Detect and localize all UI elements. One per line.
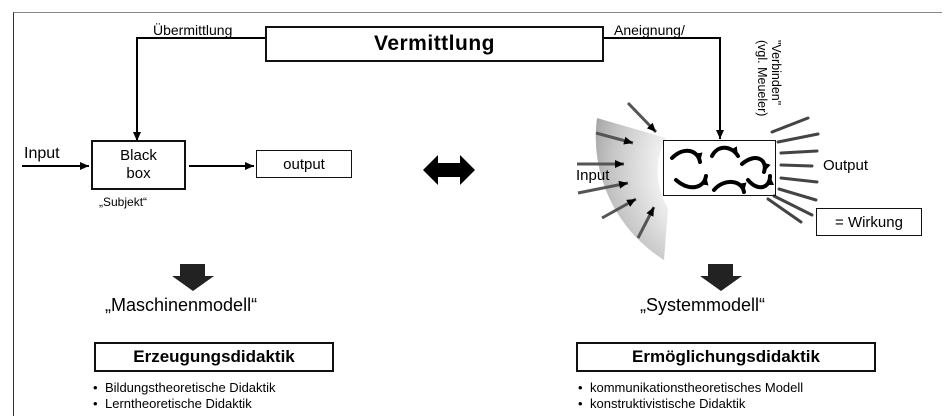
down-arrow-left-icon (172, 264, 214, 291)
verbinden-label: "Verbinden" (vgl. Meueler) (755, 40, 783, 117)
uebermittlung-label: Übermittlung (153, 22, 233, 38)
vermittlung-box: Vermittlung (265, 26, 604, 62)
output-rays (766, 116, 820, 224)
input-label-right: Input (576, 167, 610, 184)
wirkung-box: = Wirkung (816, 208, 922, 236)
systemmodell-label: „Systemmodell“ (640, 295, 766, 315)
list-item: Bildungstheoretische Didaktik (93, 380, 276, 396)
ermoeglichungsdidaktik-box: Ermöglichungsdidaktik (576, 342, 876, 372)
machine-bullet-list: Bildungstheoretische Didaktik Lerntheore… (93, 380, 276, 412)
output-box-label: output (283, 155, 325, 173)
list-item: Lerntheoretische Didaktik (93, 396, 276, 412)
halo-input-arrows (577, 101, 658, 239)
uebermittlung-connector (133, 37, 265, 141)
vermittlung-label: Vermittlung (373, 32, 495, 55)
ermoeglichungsdidaktik-label: Ermöglichungsdidaktik (632, 347, 820, 366)
system-bullet-list: kommunikationstheoretisches Modell konst… (578, 380, 803, 412)
aneignung-label: Aneignung/ (614, 22, 685, 38)
black-box-line1: Black (120, 147, 157, 164)
subjekt-label: „Subjekt“ (99, 195, 148, 209)
erzeugungsdidaktik-box: Erzeugungsdidaktik (94, 342, 334, 372)
black-box: Black box (91, 140, 186, 190)
output-label-right: Output (823, 157, 869, 174)
list-item: kommunikationstheoretisches Modell (578, 380, 803, 396)
double-arrow-icon (423, 155, 475, 185)
down-arrow-right-icon (700, 264, 742, 291)
aneignung-connector (604, 37, 724, 139)
list-item: konstruktivistische Didaktik (578, 396, 803, 412)
input-label-left: Input (24, 145, 60, 162)
input-halo (595, 118, 668, 260)
system-box (663, 140, 776, 196)
swirl-arrows-icon (670, 145, 774, 194)
black-box-line2: box (126, 165, 151, 182)
wirkung-label: = Wirkung (835, 213, 903, 231)
maschinenmodell-label: „Maschinenmodell“ (105, 295, 258, 315)
erzeugungsdidaktik-label: Erzeugungsdidaktik (133, 347, 295, 366)
output-box: output (256, 150, 352, 178)
diagram-frame (13, 12, 942, 416)
